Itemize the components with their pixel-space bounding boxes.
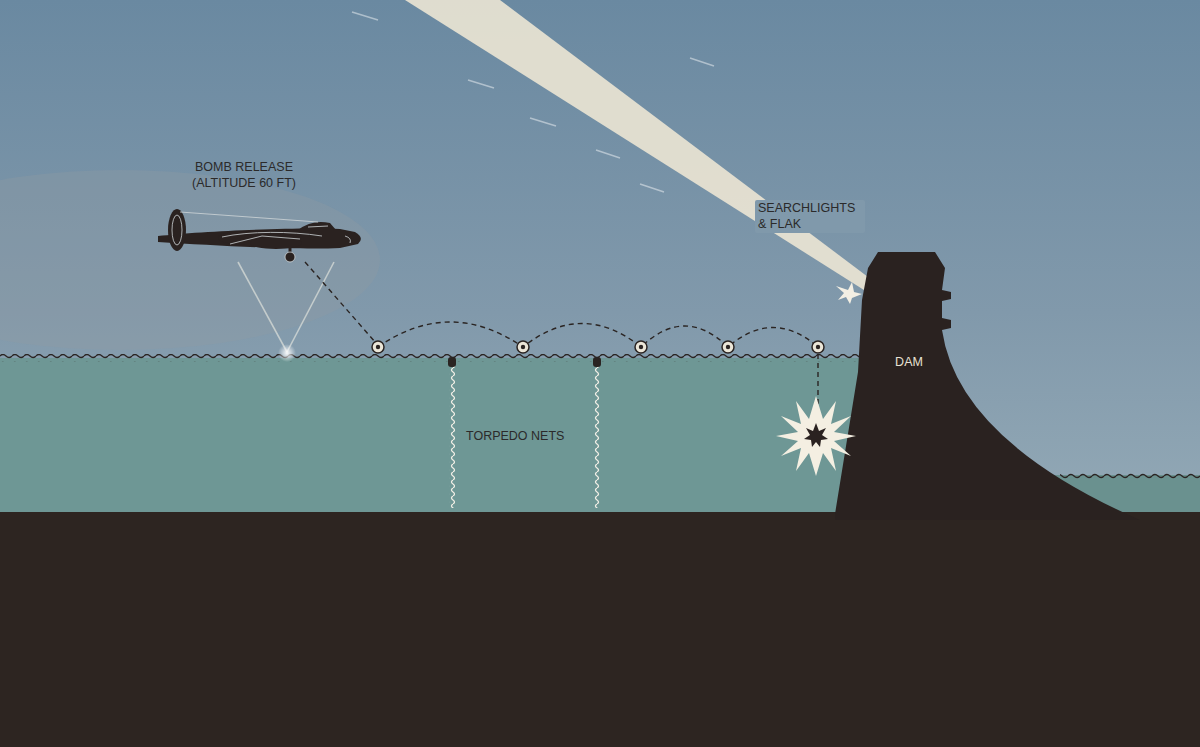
- nets-label: TORPEDO NETS: [466, 429, 564, 445]
- downstream-surface: [1060, 471, 1200, 479]
- torpedo-net: [594, 364, 600, 508]
- searchlight-beam: [405, 0, 872, 290]
- ground: [0, 512, 1200, 747]
- altitude-spotlights: [238, 262, 334, 362]
- reservoir-water: [0, 358, 870, 514]
- lancaster-bomber: [158, 209, 361, 262]
- dam-node: DAM: [889, 353, 929, 373]
- ground: [1000, 516, 1200, 747]
- net-float: [448, 357, 456, 367]
- dam-label: DAM: [893, 355, 925, 371]
- release-label: BOMB RELEASE (ALTITUDE 60 FT): [188, 160, 301, 191]
- cloud: [0, 170, 380, 350]
- bomb-trajectory: [305, 262, 818, 412]
- bounce-points: [372, 341, 824, 353]
- net-float: [593, 357, 601, 367]
- explosion: [776, 396, 856, 476]
- flak-flash: [836, 282, 862, 304]
- water-surface: [0, 354, 860, 362]
- searchlight-label: SEARCHLIGHTS & FLAK: [755, 200, 865, 233]
- dam-wall: [835, 252, 1140, 520]
- torpedo-net: [449, 364, 455, 508]
